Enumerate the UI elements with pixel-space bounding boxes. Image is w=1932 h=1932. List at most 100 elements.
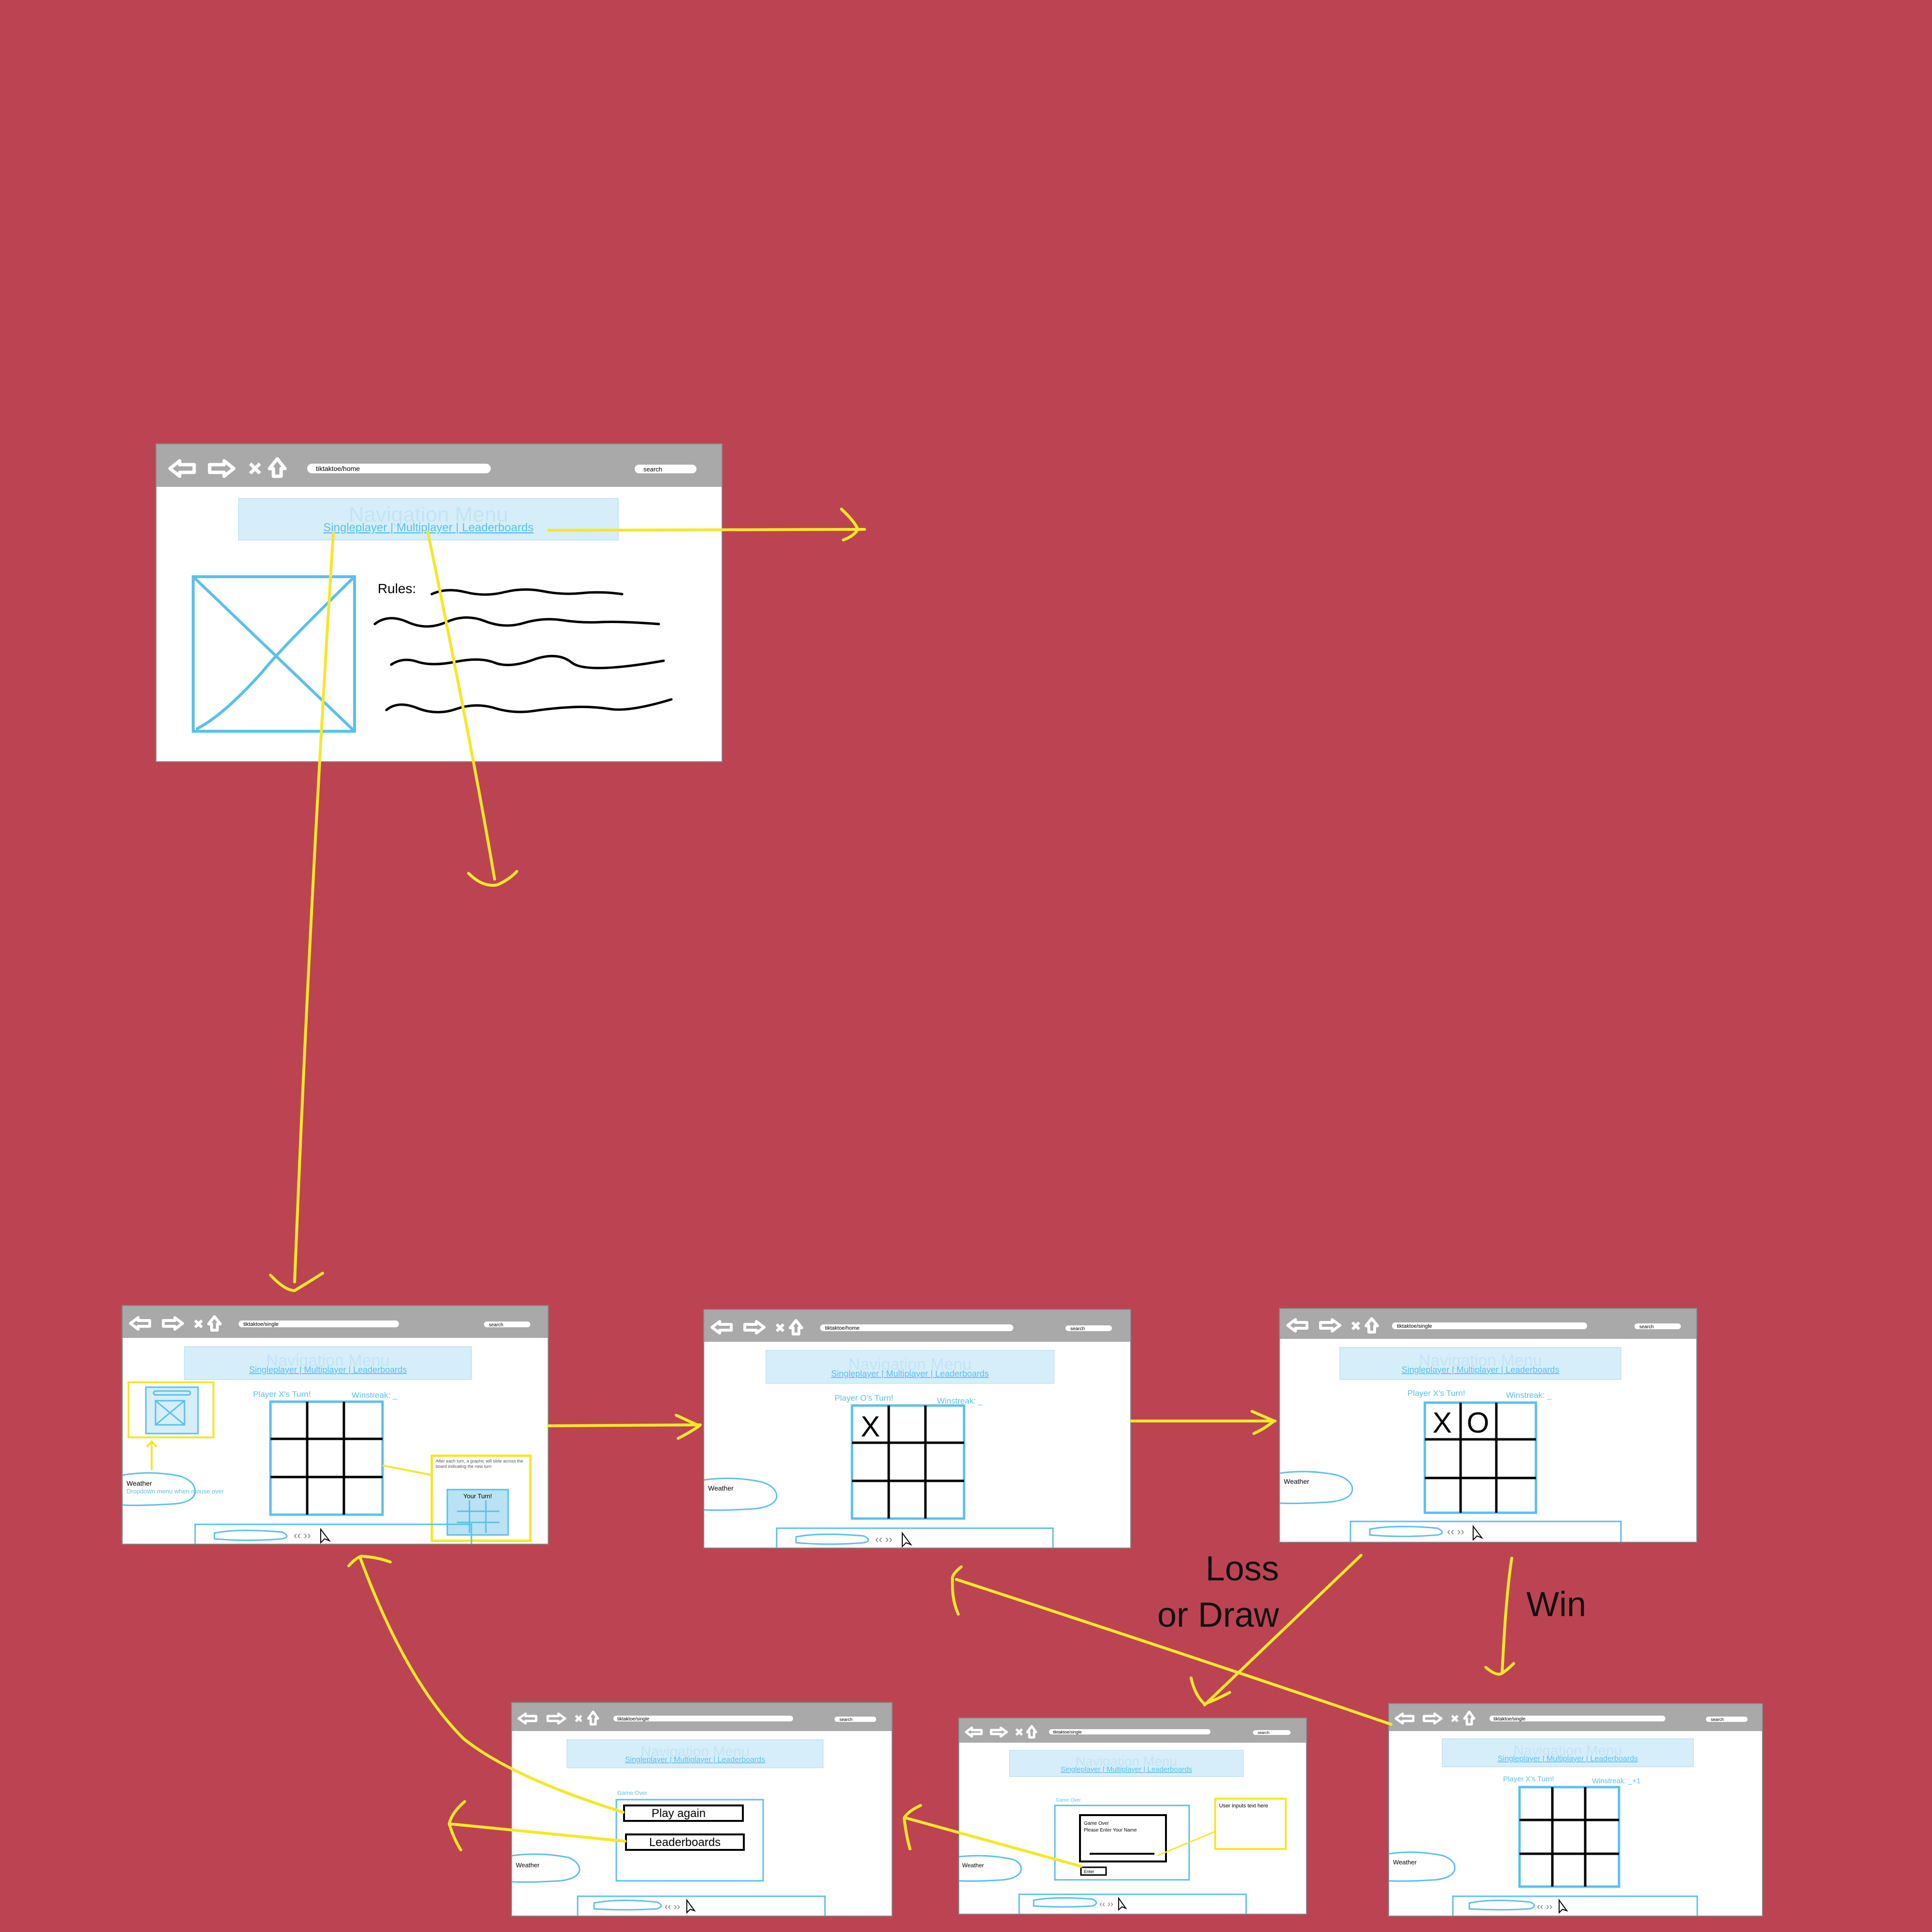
forward-arrow-icon[interactable] — [743, 1320, 766, 1335]
weather-widget[interactable] — [1389, 1851, 1456, 1882]
url-bar[interactable] — [307, 464, 491, 473]
tictactoe-board[interactable] — [1423, 1401, 1537, 1514]
back-arrow-icon[interactable] — [517, 1712, 538, 1725]
tictactoe-board[interactable] — [1518, 1786, 1620, 1888]
url-text: tiktaktoe/single — [617, 1717, 650, 1722]
forward-arrow-icon[interactable] — [1422, 1712, 1443, 1725]
play-again-button[interactable] — [623, 1804, 744, 1822]
forward-arrow-icon[interactable] — [990, 1726, 1008, 1738]
search-box[interactable] — [835, 1717, 876, 1722]
home-icon[interactable] — [1463, 1710, 1476, 1726]
back-arrow-icon[interactable] — [965, 1726, 983, 1738]
url-bar[interactable] — [613, 1716, 793, 1721]
enter-button[interactable] — [1080, 1866, 1107, 1876]
cursor-icon — [902, 1532, 912, 1548]
home-icon[interactable] — [1364, 1317, 1379, 1334]
pager-arrows[interactable]: ‹‹ ›› — [1447, 1525, 1464, 1537]
search-box[interactable] — [1065, 1325, 1112, 1331]
weather-widget[interactable] — [1280, 1471, 1353, 1505]
x-turn-content: tiktaktoe/single search Navigation Menu … — [1280, 1317, 1681, 1542]
navigation-menu — [184, 1346, 472, 1380]
back-arrow-icon[interactable] — [129, 1316, 151, 1331]
nav-links[interactable]: Singleplayer | Multiplayer | Leaderboard… — [831, 1369, 989, 1378]
nav-title: Navigation Menu — [1513, 1743, 1622, 1759]
search-text: search — [1711, 1717, 1724, 1722]
home-icon[interactable] — [207, 1315, 222, 1332]
weather-label: Weather — [1393, 1859, 1417, 1866]
back-arrow-icon[interactable] — [710, 1320, 733, 1335]
dropdown-arrow — [146, 1439, 157, 1470]
weather-widget[interactable] — [123, 1472, 196, 1506]
nav-links[interactable]: Singleplayer | Multiplayer | Leaderboard… — [1061, 1765, 1192, 1774]
home-icon[interactable] — [789, 1319, 803, 1335]
pager-arrows[interactable]: ‹‹ ›› — [1537, 1902, 1552, 1912]
navigation-menu — [1339, 1347, 1621, 1380]
nav-links[interactable]: Singleplayer | Multiplayer | Leaderboard… — [323, 521, 533, 534]
back-arrow-icon[interactable] — [1394, 1712, 1415, 1725]
close-x-icon[interactable] — [194, 1319, 203, 1329]
close-x-icon[interactable] — [1015, 1728, 1023, 1736]
pager-arrows[interactable]: ‹‹ ›› — [294, 1529, 311, 1541]
search-box[interactable] — [1253, 1730, 1291, 1735]
x-turn-wireframe: tiktaktoe/single search Navigation Menu … — [1279, 1308, 1697, 1543]
search-box[interactable] — [484, 1321, 530, 1327]
pager-arrows[interactable]: ‹‹ ›› — [875, 1533, 892, 1545]
turn-label: Player O's Turn! — [835, 1393, 893, 1403]
search-box[interactable] — [1706, 1717, 1747, 1722]
back-arrow-icon[interactable] — [1286, 1318, 1308, 1333]
weather-widget[interactable] — [512, 1853, 581, 1883]
image-placeholder — [192, 575, 356, 733]
turn-label: Player X's Turn! — [1407, 1389, 1465, 1398]
weather-widget[interactable] — [704, 1477, 778, 1511]
forward-arrow-icon[interactable] — [208, 459, 236, 478]
url-bar[interactable] — [239, 1321, 399, 1327]
tictactoe-board[interactable] — [851, 1404, 966, 1520]
winstreak-label: Winstreak: _ — [1506, 1391, 1552, 1400]
cursor-icon — [686, 1898, 696, 1914]
url-text: tiktaktoe/single — [1493, 1717, 1526, 1722]
url-bar[interactable] — [1490, 1716, 1665, 1721]
pager-arrows[interactable]: ‹‹ ›› — [665, 1902, 680, 1912]
forward-arrow-icon[interactable] — [546, 1712, 567, 1725]
bottom-bar-pill — [1033, 1897, 1097, 1908]
nav-links[interactable]: Singleplayer | Multiplayer | Leaderboard… — [249, 1365, 407, 1375]
url-text: tiktaktoe/home — [825, 1325, 860, 1331]
home-icon[interactable] — [1026, 1725, 1037, 1739]
arrow-win-to-oturn — [951, 1565, 1392, 1726]
tictactoe-board[interactable] — [269, 1400, 384, 1516]
arrow-xturn-to-gameover — [1190, 1554, 1363, 1706]
bottom-bar-pill — [795, 1533, 869, 1545]
url-bar[interactable] — [1392, 1322, 1587, 1329]
back-arrow-icon[interactable] — [168, 459, 196, 478]
forward-arrow-icon[interactable] — [162, 1316, 184, 1331]
rules-label: Rules: — [378, 581, 416, 596]
close-x-icon[interactable] — [1451, 1715, 1459, 1722]
home-wireframe: tiktaktoe/home search Navigation Menu Si… — [156, 443, 723, 762]
home-icon[interactable] — [587, 1710, 599, 1726]
search-box[interactable] — [1634, 1323, 1681, 1329]
board-mark-x: X — [861, 1410, 880, 1443]
game-over-title: Game Over — [617, 1790, 647, 1796]
search-text: search — [643, 466, 662, 473]
search-text: search — [839, 1717, 852, 1722]
winstreak-label: Winstreak: _ — [352, 1391, 398, 1400]
home-icon[interactable] — [268, 457, 287, 478]
pager-arrows[interactable]: ‹‹ ›› — [1099, 1899, 1113, 1909]
your-turn-mini-board — [457, 1500, 499, 1533]
nav-links[interactable]: Singleplayer | Multiplayer | Leaderboard… — [625, 1756, 765, 1764]
close-x-icon[interactable] — [1351, 1321, 1361, 1331]
turn-label: Player X's Turn! — [253, 1390, 311, 1399]
nav-links[interactable]: Singleplayer | Multiplayer | Leaderboard… — [1402, 1365, 1560, 1375]
enter-label: Enter — [1084, 1869, 1094, 1874]
close-x-icon[interactable] — [575, 1715, 582, 1722]
forward-arrow-icon[interactable] — [1319, 1318, 1341, 1333]
url-bar[interactable] — [1049, 1729, 1210, 1734]
arrow-single-to-oturn — [547, 1414, 702, 1440]
nav-links[interactable]: Singleplayer | Multiplayer | Leaderboard… — [1498, 1755, 1638, 1763]
url-bar[interactable] — [820, 1324, 1013, 1331]
close-x-icon[interactable] — [249, 462, 261, 475]
nav-title: Navigation Menu — [640, 1744, 749, 1760]
search-box[interactable] — [635, 465, 696, 473]
home-content: tiktaktoe/home search Navigation Menu Si… — [168, 457, 696, 733]
close-x-icon[interactable] — [775, 1323, 785, 1333]
